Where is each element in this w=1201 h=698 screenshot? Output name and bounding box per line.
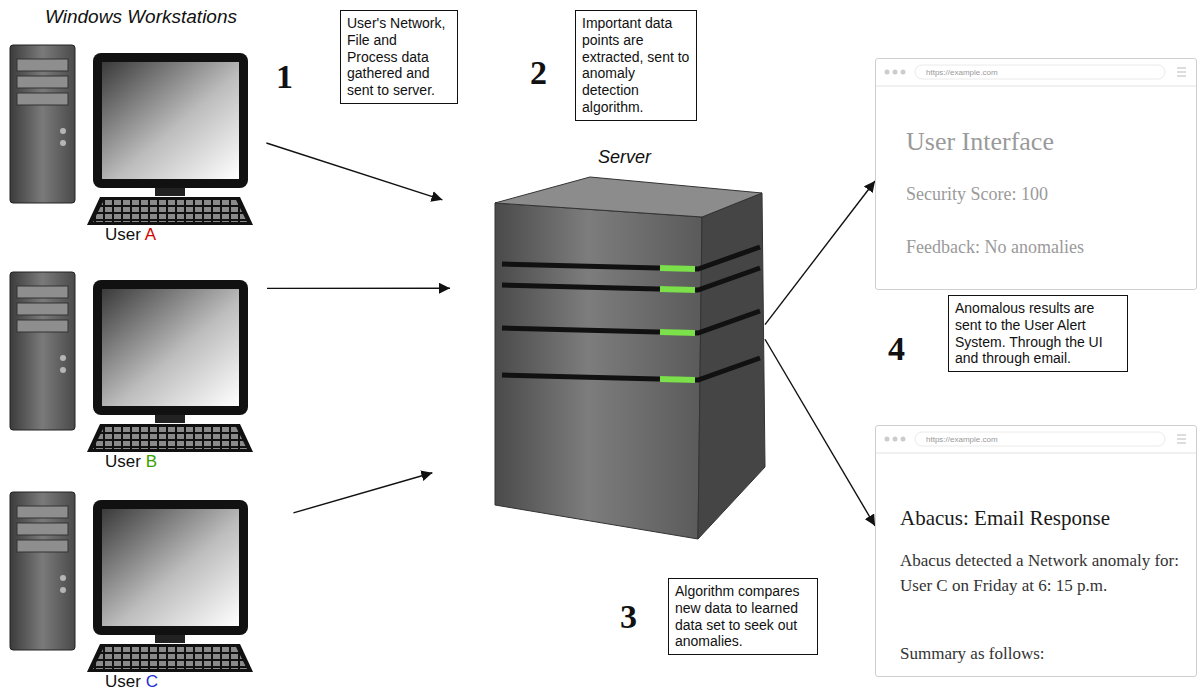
window-text: User Interface (906, 127, 1054, 157)
window-text: Abacus detected a Network anomaly for: U… (900, 548, 1185, 598)
user-letter: A (145, 225, 156, 244)
server-icon-part (660, 268, 695, 269)
server-icon-part (495, 203, 702, 539)
workstation-node: User B (5, 272, 255, 477)
browser-chrome-part (901, 437, 906, 442)
url-text: https://example.com (926, 435, 998, 444)
browser-chrome-part (915, 65, 1165, 79)
workstation-node: User A (5, 45, 255, 250)
server-node: Server (490, 175, 765, 540)
browser-chrome-part (893, 437, 898, 442)
callout-text: Important data points are extracted, sen… (582, 15, 690, 116)
browser-chrome-part (875, 58, 1197, 290)
browser-chrome (875, 58, 1197, 290)
callout-number: 1 (276, 58, 293, 96)
callout-text: Algorithm compares new data to learned d… (675, 583, 811, 650)
user-letter: C (146, 672, 158, 691)
callout-box: Important data points are extracted, sen… (575, 10, 697, 121)
callout-box: User's Network, File and Process data ga… (340, 10, 458, 104)
group-heading: Windows Workstations (45, 6, 237, 28)
browser-chrome (875, 425, 1197, 677)
window-text: Feedback: No anomalies (906, 237, 1084, 258)
user-word: User (105, 672, 146, 691)
browser-chrome-part (1177, 435, 1186, 443)
server-icon-part (660, 379, 695, 380)
callout-number: 3 (620, 598, 637, 636)
server-icon-part (660, 289, 695, 290)
user-label: User C (105, 672, 158, 692)
callout-number: 4 (888, 330, 905, 368)
user-letter: B (146, 452, 157, 471)
workstation-node: User C (5, 492, 255, 692)
user-word: User (105, 452, 146, 471)
server-icon-part (660, 332, 695, 333)
workstation-icon-part (10, 492, 253, 672)
user-word: User (105, 225, 145, 244)
server-icon-part (502, 311, 760, 333)
server-icon-part (502, 358, 760, 380)
browser-chrome-part (875, 425, 1197, 677)
server-label: Server (598, 147, 651, 168)
flow-arrow (765, 181, 875, 325)
flow-arrow (266, 143, 442, 200)
url-text: https://example.com (926, 68, 998, 77)
browser-chrome-part (875, 86, 1197, 87)
callout-number: 2 (530, 54, 547, 92)
browser-window: https://example.comUser InterfaceSecurit… (875, 58, 1197, 290)
flow-arrow (765, 339, 875, 526)
flow-arrow (267, 287, 450, 289)
workstation-icon-part (10, 45, 253, 225)
server-icon (495, 177, 765, 539)
workstation-icon (10, 492, 253, 672)
server-icon-part (502, 247, 760, 269)
browser-chrome-part (885, 437, 890, 442)
browser-chrome-part (1177, 68, 1186, 76)
browser-chrome-part (885, 70, 890, 75)
window-text: Abacus: Email Response (900, 506, 1110, 531)
browser-chrome-part (901, 70, 906, 75)
callout-text: Anomalous results are sent to the User A… (955, 300, 1121, 367)
server-icon-part (502, 268, 760, 290)
browser-chrome-part (915, 432, 1165, 446)
user-label: User A (105, 225, 156, 245)
workstation-icon-part (10, 272, 253, 452)
workstation-icon (10, 272, 253, 452)
window-text: Security Score: 100 (906, 184, 1048, 205)
callout-box: Anomalous results are sent to the User A… (948, 295, 1128, 372)
workstation-icon (10, 45, 253, 225)
callout-box: Algorithm compares new data to learned d… (668, 578, 818, 655)
browser-chrome-part (893, 70, 898, 75)
user-label: User B (105, 452, 157, 472)
browser-window: https://example.comAbacus: Email Respons… (875, 425, 1197, 677)
browser-chrome-part (875, 453, 1197, 454)
callout-text: User's Network, File and Process data ga… (347, 15, 451, 99)
flow-arrow (293, 473, 432, 513)
server-icon-part (495, 177, 762, 217)
window-text: Summary as follows: (900, 644, 1045, 664)
